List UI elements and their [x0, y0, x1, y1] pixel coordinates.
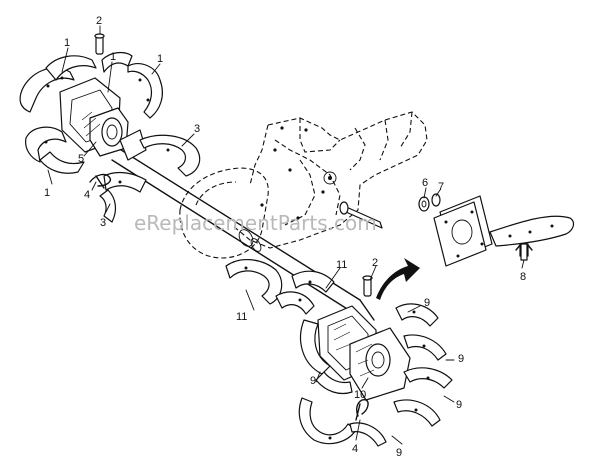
callout-11: 11 — [236, 311, 247, 323]
callout-9: 9 — [396, 447, 402, 459]
watermark-text: eReplacementParts.com — [134, 211, 377, 235]
callout-3: 3 — [100, 217, 106, 229]
callout-9: 9 — [424, 297, 430, 309]
callout-11: 11 — [336, 259, 347, 271]
callout-1: 1 — [110, 51, 116, 63]
right-tine-hub — [317, 305, 411, 401]
leader-lines — [47, 25, 525, 445]
side-plate-assembly — [339, 193, 575, 267]
direction-arrow — [376, 258, 420, 300]
callout-5: 5 — [78, 153, 84, 165]
callout-4: 4 — [84, 189, 90, 201]
clevis-pin-top — [94, 33, 105, 55]
callout-7: 7 — [438, 181, 444, 193]
callout-1: 1 — [64, 37, 70, 49]
callout-2: 2 — [372, 257, 378, 269]
callout-9: 9 — [458, 353, 464, 365]
callout-4: 4 — [352, 443, 358, 455]
left-tine-hub — [59, 77, 147, 161]
callout-labels: 1 2 1 1 3 5 4 3 1 6 7 8 2 11 11 9 9 9 9 … — [44, 15, 526, 459]
right-tines — [225, 259, 453, 447]
callout-6: 6 — [422, 177, 428, 189]
hairpin-clip-left — [89, 173, 112, 189]
callout-2: 2 — [96, 15, 102, 27]
callout-9: 9 — [310, 375, 316, 387]
tine-shaft — [111, 147, 375, 331]
callout-1: 1 — [44, 187, 50, 199]
clevis-pin-right — [362, 275, 373, 297]
left-tines — [19, 51, 201, 223]
callout-8: 8 — [520, 271, 526, 283]
callout-1: 1 — [157, 53, 163, 65]
callout-10: 10 — [354, 389, 366, 401]
callout-9: 9 — [456, 399, 462, 411]
side-shield — [179, 167, 269, 259]
hairpin-clip-right — [355, 399, 369, 421]
transmission-housing — [231, 111, 428, 249]
callout-3: 3 — [194, 123, 200, 135]
